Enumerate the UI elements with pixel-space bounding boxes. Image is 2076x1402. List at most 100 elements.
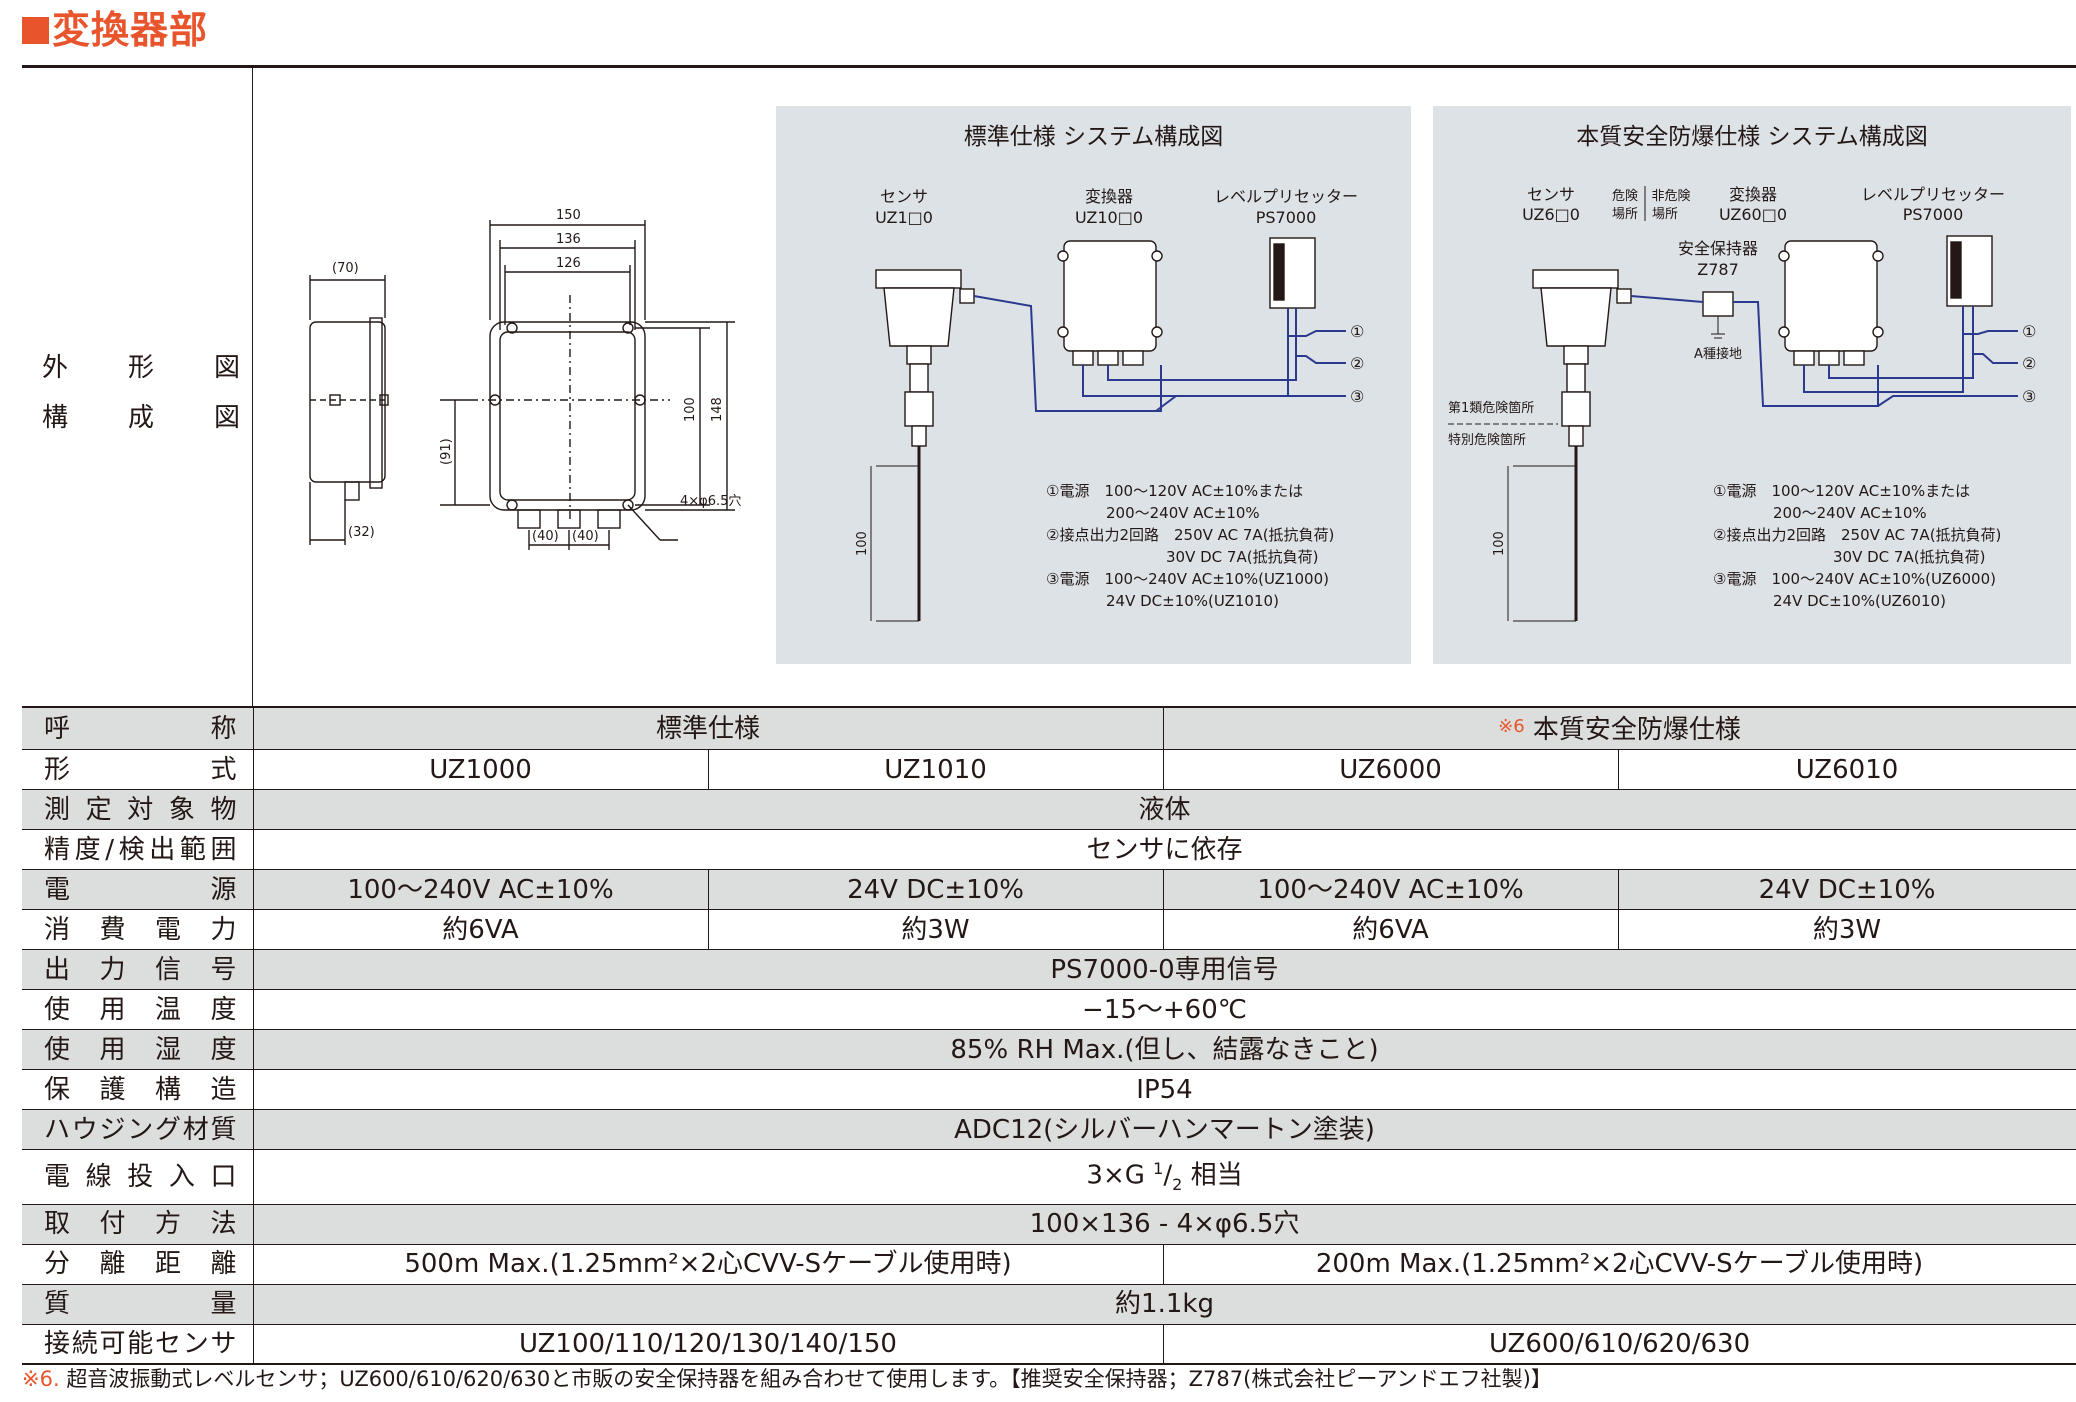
exp-out3: ③ <box>2022 387 2036 406</box>
spec-row-distance: 分離距離 500m Max.(1.25mm²×2心CVV-Sケーブル使用時) 2… <box>22 1243 2076 1285</box>
label-sensor: 接続可能センサ <box>22 1323 254 1366</box>
output-value: PS7000-0専用信号 <box>252 949 2076 990</box>
figure-label-config: 構 成 図 <box>42 403 240 433</box>
exp-zone2: 特別危険箇所 <box>1448 432 1526 448</box>
exp-hazard-label2: 場所 <box>1612 207 1638 222</box>
exp-converter-label: 変換器 <box>1729 185 1777 204</box>
std-converter-model: UZ10□0 <box>1075 208 1143 227</box>
model-uz6000: UZ6000 <box>1162 749 1619 790</box>
distance-standard: 500m Max.(1.25mm²×2心CVV-Sケーブル使用時) <box>252 1243 1164 1285</box>
std-sensor-model: UZ1□0 <box>875 208 933 227</box>
spec-row-output: 出力信号 PS7000-0専用信号 <box>22 949 2076 990</box>
exp-presetter-model: PS7000 <box>1903 205 1964 224</box>
mount-value: 100×136 - 4×φ6.5穴 <box>252 1203 2076 1245</box>
exp-nonhazard-label2: 場所 <box>1652 207 1678 222</box>
dim-width-126: 126 <box>556 256 581 271</box>
exp-note-6: 24V DC±10%(UZ6010) <box>1713 592 1946 610</box>
label-model: 形 式 <box>22 749 254 790</box>
exp-converter-model: UZ60□0 <box>1719 205 1787 224</box>
spec-row-sensor: 接続可能センサ UZ100/110/120/130/140/150 UZ600/… <box>22 1323 2076 1366</box>
std-note-2: 200～240V AC±10% <box>1046 504 1260 522</box>
footnote-text: 超音波振動式レベルセンサ；UZ600/610/620/630と市販の安全保持器を… <box>59 1367 1552 1391</box>
explosion-diagram: センサ UZ6□0 危険 場所 非危険 場所 安全保持器 Z787 変換器 UZ… <box>1448 185 2036 622</box>
spec-row-power: 電 源 100～240V AC±10% 24V DC±10% 100～240V … <box>22 869 2076 910</box>
std-note-1: ①電源 100～120V AC±10%または <box>1046 482 1303 500</box>
label-humidity: 使用湿度 <box>22 1029 254 1070</box>
std-dim-100: 100 <box>855 531 870 556</box>
accuracy-value: センサに依存 <box>252 829 2076 870</box>
exp-barrier-box <box>1702 291 1734 317</box>
section-title-text: 変換器部 <box>52 8 209 52</box>
mass-value: 約1.1kg <box>252 1283 2076 1325</box>
std-wire-out1 <box>1288 330 1346 337</box>
dim-height-148: 148 <box>710 397 725 422</box>
label-consumption: 消費電力 <box>22 909 254 950</box>
std-converter-box <box>1063 240 1157 352</box>
name-explosion: ※6 本質安全防爆仕様 <box>1162 706 2076 750</box>
std-presetter-label: レベルプリセッター <box>1214 187 1358 206</box>
spec-row-humidity: 使用湿度 85% RH Max.(但し、結露なきこと) <box>22 1029 2076 1070</box>
std-out2: ② <box>1350 354 1364 373</box>
dim-width-150: 150 <box>556 208 581 223</box>
label-housing: ハウジング材質 <box>22 1109 254 1150</box>
spec-row-measure: 測定対象物 液体 <box>22 789 2076 830</box>
std-wire-3 <box>1107 308 1297 381</box>
spec-row-temp: 使用温度 −15～+60℃ <box>22 989 2076 1030</box>
exp-wire-3 <box>1828 306 1974 379</box>
std-note-4: 30V DC 7A(抵抗負荷) <box>1046 548 1318 566</box>
std-out3: ③ <box>1350 387 1364 406</box>
figure-label-outline: 外 形 図 <box>42 353 240 383</box>
std-sensor-head <box>875 269 962 289</box>
label-mass: 質 量 <box>22 1283 254 1325</box>
spec-row-name: 呼 称 標準仕様 ※6 本質安全防爆仕様 <box>22 706 2076 750</box>
std-wire-out3 <box>1155 395 1346 412</box>
exp-wire-out2 <box>1973 353 2018 364</box>
exp-note-2: 200～240V AC±10% <box>1713 504 1927 522</box>
exp-barrier-label: 安全保持器 <box>1678 239 1758 258</box>
power-3: 100～240V AC±10% <box>1162 869 1619 910</box>
power-4: 24V DC±10% <box>1617 869 2076 910</box>
std-out1: ① <box>1350 322 1364 341</box>
spec-row-mass: 質 量 約1.1kg <box>22 1283 2076 1325</box>
std-note-6: 24V DC±10%(UZ1010) <box>1046 592 1279 610</box>
standard-diagram: センサ UZ1□0 変換器 UZ10□0 レベルプリセッター PS7000 10… <box>855 187 1364 622</box>
dim-holes: 4×φ6.5穴 <box>680 494 741 509</box>
side-view-body <box>309 321 386 483</box>
consumption-1: 約6VA <box>252 909 709 950</box>
entry-num: 1 <box>1153 1159 1164 1178</box>
exp-note-5: ③電源 100～240V AC±10%(UZ6000) <box>1713 570 1996 588</box>
exp-note-1: ①電源 100～120V AC±10%または <box>1713 482 1970 500</box>
footnote: ※6. 超音波振動式レベルセンサ；UZ600/610/620/630と市販の安全… <box>22 1364 1552 1394</box>
label-mount: 取付方法 <box>22 1203 254 1245</box>
dim-bottom-40b: (40) <box>572 529 599 544</box>
exp-wire-sensor <box>1630 295 1704 303</box>
std-converter-label: 変換器 <box>1085 187 1133 206</box>
std-sensor-label: センサ <box>880 187 928 206</box>
model-uz1000: UZ1000 <box>252 749 709 790</box>
consumption-3: 約6VA <box>1162 909 1619 950</box>
dim-width-136: 136 <box>556 232 581 247</box>
label-entry: 電線投入口 <box>22 1149 254 1205</box>
exp-hazard-label: 危険 <box>1612 189 1638 204</box>
spec-row-entry: 電線投入口 3×G 1/2 相当 <box>22 1149 2076 1205</box>
exp-ground-label: A種接地 <box>1694 346 1742 362</box>
model-uz6010: UZ6010 <box>1617 749 2076 790</box>
consumption-4: 約3W <box>1617 909 2076 950</box>
power-1: 100～240V AC±10% <box>252 869 709 910</box>
exp-barrier-model: Z787 <box>1697 260 1739 279</box>
measure-value: 液体 <box>252 789 2076 830</box>
exp-sensor-head <box>1532 269 1619 289</box>
spec-table: 呼 称 標準仕様 ※6 本質安全防爆仕様 形 式 UZ1000 UZ1010 U… <box>22 706 2076 1366</box>
distance-explosion: 200m Max.(1.25mm²×2心CVV-Sケーブル使用時) <box>1162 1243 2076 1285</box>
exp-sensor-label: センサ <box>1527 185 1575 204</box>
spec-row-consumption: 消費電力 約6VA 約3W 約6VA 約3W <box>22 909 2076 950</box>
exp-note-3: ②接点出力2回路 250V AC 7A(抵抗負荷) <box>1713 526 2001 544</box>
label-measure: 測定対象物 <box>22 789 254 830</box>
dim-height-91: (91) <box>439 438 454 465</box>
exp-presetter-label: レベルプリセッター <box>1861 185 2005 204</box>
front-view-body <box>499 331 636 501</box>
panel-explosion-title: 本質安全防爆仕様 システム構成図 <box>1576 124 1928 150</box>
dim-side-bottom: (32) <box>348 525 375 540</box>
section-title: 変換器部 <box>22 4 208 56</box>
dim-height-100: 100 <box>683 397 698 422</box>
